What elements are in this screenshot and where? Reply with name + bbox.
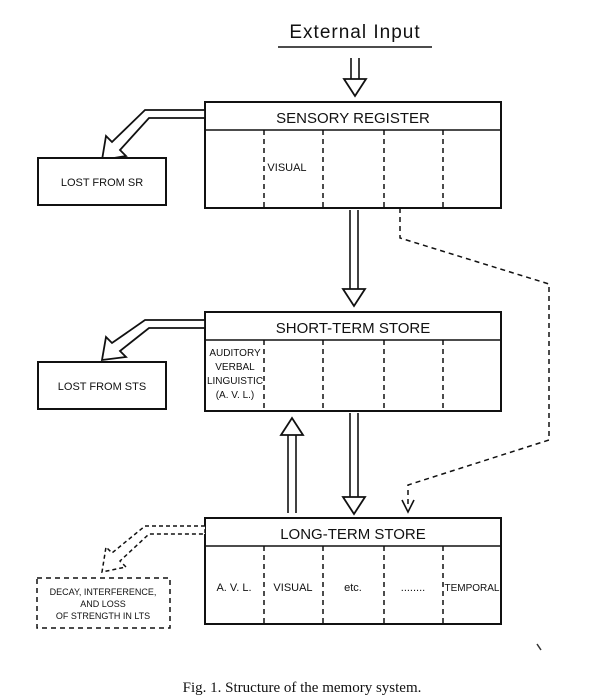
lts-cell-avl: A. V. L. bbox=[216, 582, 251, 594]
input-arrow bbox=[342, 58, 368, 98]
lost-from-sr-box bbox=[37, 157, 167, 206]
sr-to-lts-dashed-arrow bbox=[399, 208, 550, 514]
long-term-store-title: LONG-TERM STORE bbox=[280, 526, 426, 543]
lost-from-sts-label: LOST FROM STS bbox=[58, 381, 146, 393]
short-term-store-title: SHORT-TERM STORE bbox=[276, 320, 430, 337]
short-term-store: SHORT-TERM STORE AUDITORY VERBAL LINGUIS… bbox=[204, 311, 502, 412]
lts-cell-etc: etc. bbox=[344, 582, 362, 594]
sr-to-sts-arrow bbox=[341, 210, 367, 308]
decay-line-1: DECAY, INTERFERENCE, bbox=[50, 587, 157, 597]
lost-sr-arrow bbox=[100, 109, 206, 162]
sts-cell-line-3: LINGUISTIC bbox=[207, 376, 263, 387]
sts-cell-line-2: VERBAL bbox=[215, 362, 255, 373]
lts-cell-visual: VISUAL bbox=[273, 582, 312, 594]
decay-line-3: OF STRENGTH IN LTS bbox=[56, 611, 150, 621]
decay-box bbox=[36, 577, 171, 629]
stray-mark bbox=[536, 643, 542, 651]
lts-to-sts-arrow bbox=[279, 416, 305, 513]
sts-cell-line-4: (A. V. L.) bbox=[216, 390, 255, 401]
lts-cell-dots: ........ bbox=[401, 582, 425, 594]
sr-cell-visual: VISUAL bbox=[267, 162, 306, 174]
sensory-register-title: SENSORY REGISTER bbox=[276, 110, 430, 127]
lost-sts-arrow bbox=[100, 319, 206, 362]
sts-cell-line-1: AUDITORY bbox=[209, 348, 261, 359]
sensory-register: SENSORY REGISTER VISUAL bbox=[204, 101, 502, 209]
external-input-label: External Input bbox=[289, 22, 420, 43]
lost-from-sts-box bbox=[37, 361, 167, 410]
decay-line-2: AND LOSS bbox=[80, 599, 126, 609]
decay-dashed-arrow bbox=[101, 525, 206, 573]
sts-to-lts-arrow bbox=[341, 413, 367, 516]
lost-from-sr-label: LOST FROM SR bbox=[61, 177, 143, 189]
figure-caption: Fig. 1. Structure of the memory system. bbox=[183, 680, 422, 696]
lts-cell-temporal: TEMPORAL bbox=[444, 583, 499, 594]
long-term-store: LONG-TERM STORE A. V. L. VISUAL etc. ...… bbox=[204, 517, 502, 625]
